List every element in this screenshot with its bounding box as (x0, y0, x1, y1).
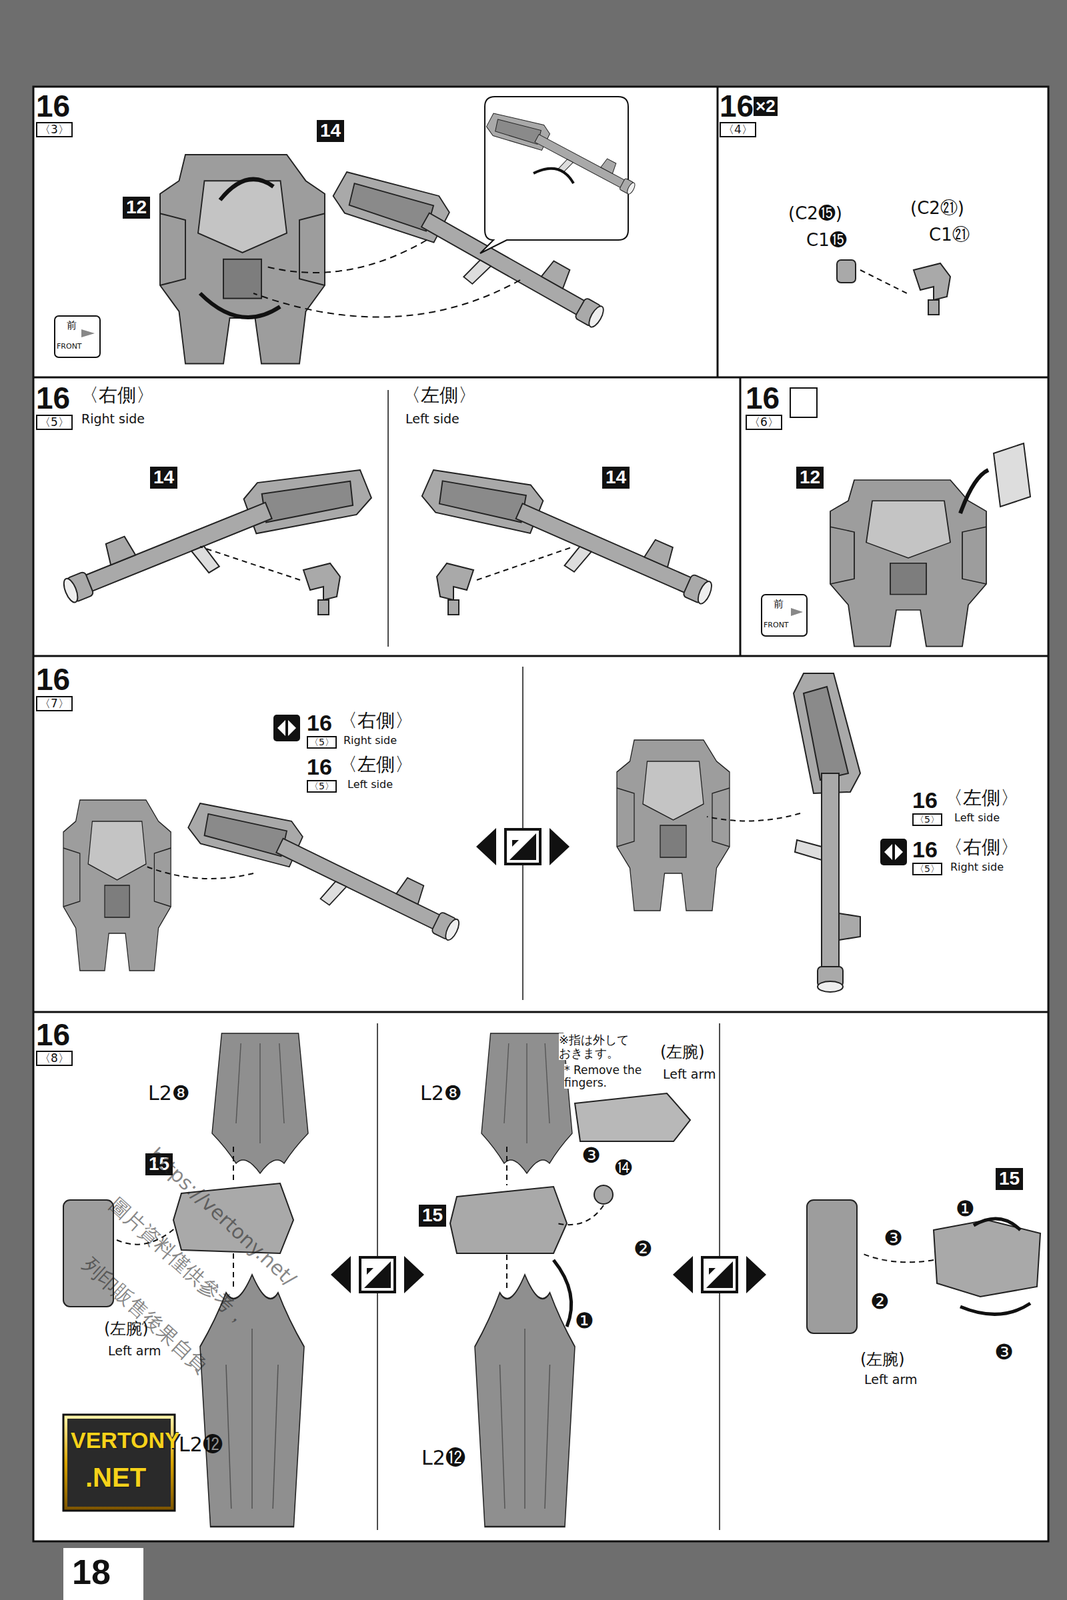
part-code: L2⓬ (421, 1447, 466, 1470)
part-number: 12 (122, 196, 151, 219)
english-label: Left arm (662, 1067, 716, 1082)
part-code: (C2⓯) (788, 204, 843, 224)
substep-reference: 〈5〉 (306, 736, 337, 749)
english-label: Right side (950, 861, 1004, 874)
part-number: 15 (995, 1168, 1023, 1191)
side-label: 〈左側〉 (402, 385, 477, 407)
order-number: ❷ (870, 1290, 890, 1314)
substep-reference: 〈5〉 (912, 813, 943, 827)
step-reference: 16 (912, 837, 938, 863)
note-text: ※指は外しておきます。 (558, 1033, 638, 1061)
logo-text: .NET (85, 1463, 147, 1493)
side-label: 〈右側〉 (944, 837, 1019, 859)
arm-label: (左腕) (860, 1351, 905, 1369)
order-number: ❷ (633, 1237, 653, 1262)
english-label: Left side (347, 778, 393, 791)
order-number: ❸ (883, 1227, 903, 1251)
part-code: L2❽ (148, 1082, 191, 1105)
part-number: 12 (796, 466, 824, 489)
part-code: L2⓬ (178, 1433, 223, 1456)
english-label: Right side (81, 412, 145, 427)
substep-reference: 〈5〉 (306, 780, 337, 793)
step-number: 16 (36, 662, 71, 697)
part-callout: ⓮ (614, 1159, 633, 1179)
order-number: ❶ (955, 1197, 975, 1222)
front-icon-text: 前 (66, 320, 77, 332)
side-label: 〈右側〉 (338, 710, 414, 732)
substep-reference: 〈5〉 (912, 862, 943, 876)
side-label: 〈右側〉 (80, 385, 155, 407)
front-icon-text: FRONT (763, 621, 789, 630)
note-text: * Remove the fingers. (564, 1064, 651, 1090)
step-number: 16 (719, 89, 754, 124)
part-number: 15 (418, 1205, 447, 1228)
step-number: 16 (36, 381, 71, 416)
quantity-badge: ×2 (753, 96, 778, 117)
order-number: ❸ (994, 1341, 1014, 1365)
part-code: C1㉑ (928, 225, 970, 245)
substep-number: 〈5〉 (36, 414, 73, 431)
substep-number: 〈3〉 (36, 122, 73, 138)
side-label: 〈左側〉 (944, 788, 1019, 809)
step-number: 16 (745, 381, 780, 416)
front-icon-text: FRONT (56, 342, 83, 351)
step-reference: 16 (912, 788, 938, 813)
substep-number: 〈7〉 (36, 696, 73, 712)
side-label: 〈左側〉 (338, 754, 414, 776)
order-number: ❸ (581, 1144, 601, 1168)
part-number: 14 (316, 120, 345, 143)
substep-number: 〈4〉 (719, 122, 757, 138)
english-label: Right side (343, 734, 397, 747)
step-reference: 16 (306, 754, 333, 780)
step-number: 16 (36, 89, 71, 124)
english-label: Left side (405, 412, 460, 427)
substep-number: 〈8〉 (36, 1050, 73, 1067)
watermark: https://vertony.net/ (144, 1143, 301, 1291)
part-number: 14 (150, 466, 178, 489)
arm-label: (左腕) (660, 1043, 705, 1061)
front-icon-text: 前 (773, 598, 784, 611)
part-number: 14 (602, 466, 630, 489)
part-code: L2❽ (420, 1082, 463, 1105)
part-code: C1⓯ (806, 230, 847, 251)
logo-text: VERTONY (70, 1428, 181, 1454)
order-number: ❶ (574, 1309, 595, 1334)
english-label: Left arm (864, 1373, 917, 1388)
step-reference: 16 (306, 710, 333, 736)
substep-number: 〈6〉 (745, 414, 783, 431)
english-label: Left arm (108, 1344, 161, 1359)
page-number: 18 (72, 1553, 111, 1592)
part-code: (C2㉑) (910, 198, 965, 219)
english-label: Left side (954, 812, 1000, 825)
step-number: 16 (36, 1018, 71, 1053)
